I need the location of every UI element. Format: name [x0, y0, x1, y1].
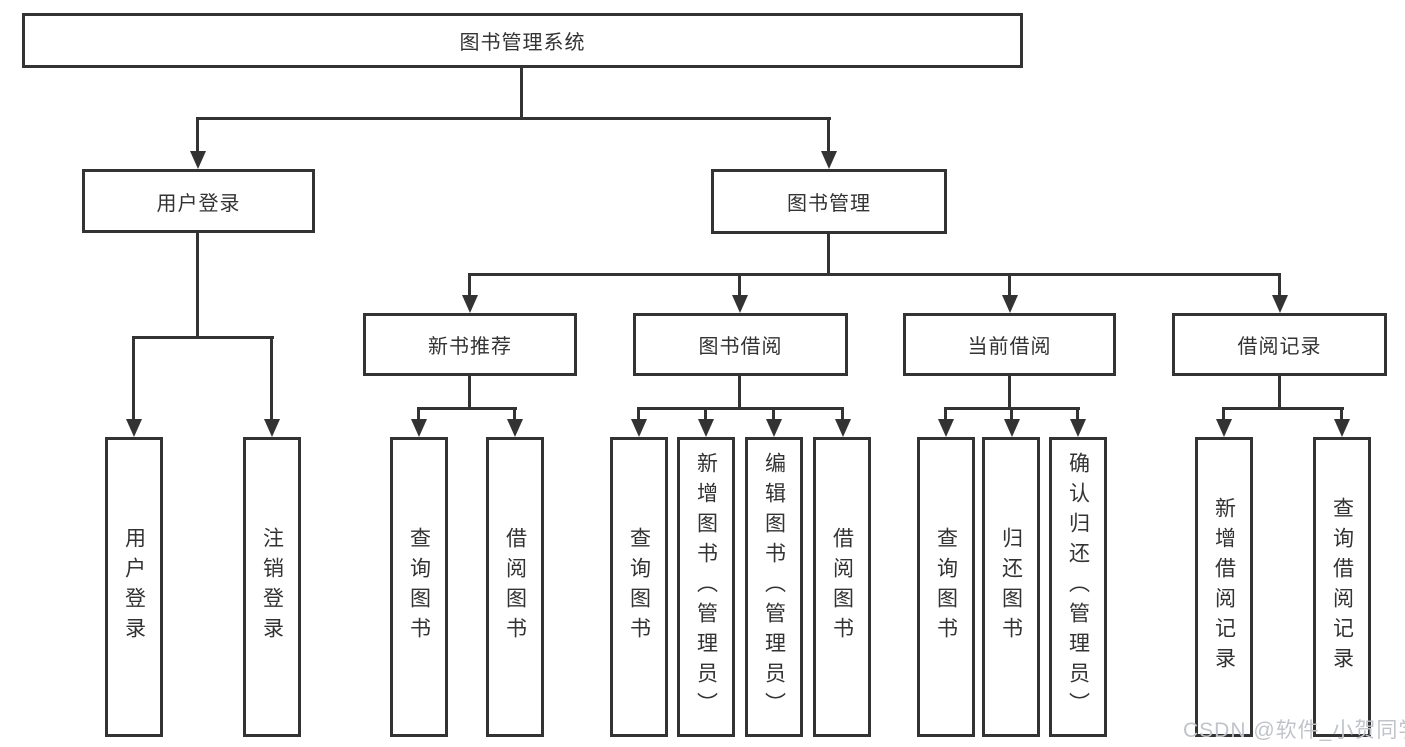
node-user-login: 用户登录: [82, 169, 315, 233]
leaf-user-login: 用户登录: [105, 437, 163, 737]
arrowhead-leaf: [698, 419, 714, 437]
arrowhead-leaf: [766, 419, 782, 437]
leaf-borrow-books-2: 借阅图书: [813, 437, 871, 737]
node-book-management-label: 图书管理: [787, 193, 871, 215]
connector-leaf-shaft: [841, 407, 844, 422]
arrowhead-leaf: [507, 419, 523, 437]
leaf-logout: 注销登录: [243, 437, 301, 737]
leaf-query-borrow-record: 查询借阅记录: [1313, 437, 1371, 737]
arrowhead-user-login: [190, 151, 206, 169]
leaf-edit-books-admin-label: 编辑图书（管理员）: [762, 452, 786, 722]
connector-group-hline: [1222, 407, 1344, 410]
connector-group-hline: [417, 407, 517, 410]
leaf-add-borrow-record: 新增借阅记录: [1195, 437, 1253, 737]
node-borrow-record-label: 借阅记录: [1237, 336, 1322, 358]
node-root: 图书管理系统: [22, 13, 1023, 68]
leaf-query-books-1-label: 查询图书: [407, 527, 431, 647]
connector-group-stem: [468, 375, 471, 410]
connector-leaf-shaft: [513, 407, 516, 422]
leaf-confirm-return-admin: 确认归还（管理员）: [1049, 437, 1107, 737]
connector-book-mgmt-stem: [827, 234, 830, 276]
node-current-borrow-label: 当前借阅: [967, 336, 1052, 358]
node-borrow-record: 借阅记录: [1172, 313, 1387, 376]
arrowhead-leaf: [126, 419, 142, 437]
node-new-book-recommend-label: 新书推荐: [428, 336, 512, 358]
leaf-confirm-return-admin-label: 确认归还（管理员）: [1066, 452, 1090, 722]
connector-leaf-shaft: [1340, 407, 1343, 422]
connector-level3-shaft: [1278, 273, 1281, 298]
node-new-book-recommend: 新书推荐: [363, 313, 577, 376]
leaf-query-borrow-record-label: 查询借阅记录: [1330, 497, 1354, 677]
leaf-query-books-2: 查询图书: [610, 437, 668, 737]
arrowhead-leaf: [264, 419, 280, 437]
connector-group-stem: [738, 375, 741, 410]
connector-group-stem: [1008, 375, 1011, 410]
connector-book-mgmt-shaft: [827, 117, 830, 154]
node-user-login-label: 用户登录: [156, 192, 241, 215]
connector-root-stem: [520, 66, 523, 120]
arrowhead-book-borrow: [732, 295, 748, 313]
leaf-add-books-admin: 新增图书（管理员）: [677, 437, 735, 737]
arrowhead-leaf: [938, 419, 954, 437]
connector-leaf-shaft: [1010, 407, 1013, 422]
connector-leaf-shaft: [270, 336, 273, 422]
connector-leaf-shaft: [132, 336, 135, 422]
connector-leaf-shaft: [944, 407, 947, 422]
node-book-management: 图书管理: [711, 169, 947, 234]
arrowhead-leaf: [631, 419, 647, 437]
leaf-edit-books-admin: 编辑图书（管理员）: [745, 437, 803, 737]
arrowhead-leaf: [1334, 419, 1350, 437]
connector-leaf-shaft: [637, 407, 640, 422]
node-current-borrow: 当前借阅: [903, 313, 1116, 376]
arrowhead-book-mgmt: [821, 151, 837, 169]
connector-group-stem: [1278, 375, 1281, 410]
connector-level3-shaft: [468, 273, 471, 298]
leaf-borrow-books-2-label: 借阅图书: [830, 527, 854, 647]
leaf-borrow-books-1: 借阅图书: [486, 437, 544, 737]
connector-leaf-shaft: [1076, 407, 1079, 422]
csdn-watermark: CSDN @软件_小贺同学: [1183, 719, 1405, 742]
connector-level3-shaft: [1008, 273, 1011, 298]
connector-group-hline: [637, 407, 844, 410]
leaf-query-books-3-label: 查询图书: [934, 527, 958, 647]
node-book-borrow: 图书借阅: [633, 313, 848, 376]
leaf-return-books-label: 归还图书: [999, 527, 1023, 647]
connector-level2-hline: [197, 117, 831, 120]
leaf-query-books-2-label: 查询图书: [627, 527, 651, 647]
leaf-borrow-books-1-label: 借阅图书: [503, 527, 527, 647]
leaf-query-books-3: 查询图书: [917, 437, 975, 737]
leaf-return-books: 归还图书: [982, 437, 1040, 737]
arrowhead-leaf: [411, 419, 427, 437]
arrowhead-leaf: [1070, 419, 1086, 437]
node-root-label: 图书管理系统: [459, 32, 586, 54]
leaf-add-books-admin-label: 新增图书（管理员）: [694, 452, 718, 722]
connector-leaf-shaft: [704, 407, 707, 422]
node-book-borrow-label: 图书借阅: [698, 336, 783, 358]
arrowhead-leaf: [835, 419, 851, 437]
connector-leaf-shaft: [1222, 407, 1225, 422]
connector-leaf-shaft: [772, 407, 775, 422]
connector-user-login-stem: [196, 233, 199, 339]
leaf-user-login-label: 用户登录: [122, 527, 146, 647]
arrowhead-borrow-record: [1272, 295, 1288, 313]
arrowhead-leaf: [1004, 419, 1020, 437]
connector-level3-hline: [468, 273, 1281, 276]
leaf-logout-label: 注销登录: [260, 527, 284, 647]
connector-leaf-shaft: [417, 407, 420, 422]
connector-user-login-hline: [133, 336, 274, 339]
connector-user-login-shaft: [196, 117, 199, 154]
leaf-add-borrow-record-label: 新增借阅记录: [1212, 497, 1236, 677]
connector-level3-shaft: [738, 273, 741, 298]
arrowhead-current-borrow: [1002, 295, 1018, 313]
leaf-query-books-1: 查询图书: [390, 437, 448, 737]
arrowhead-new-book-recommend: [462, 295, 478, 313]
arrowhead-leaf: [1216, 419, 1232, 437]
